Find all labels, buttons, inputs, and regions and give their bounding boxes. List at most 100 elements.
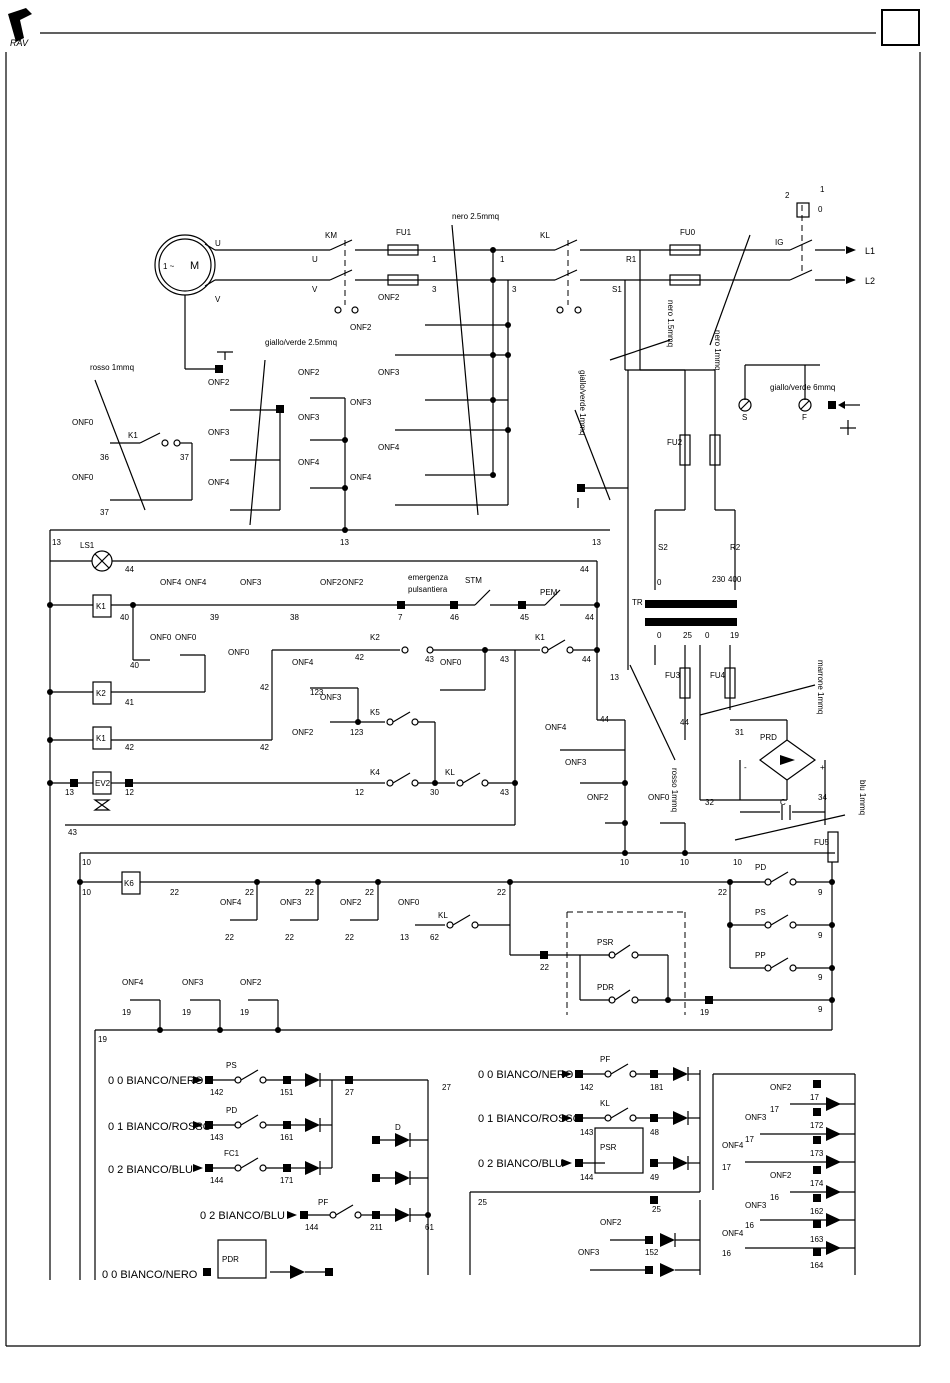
wire-label: 13 [400,933,409,942]
ig-label: IG [775,238,783,247]
component-block [283,1164,291,1172]
nero-15-label: nero 1.5mmq [666,300,675,347]
contact-terminal [738,398,752,412]
wire-segment [554,269,578,281]
component-block [205,1121,213,1129]
contact-terminal [798,398,812,412]
wire-label: 10 [733,858,742,867]
wire-segment [789,269,813,281]
wire-label: ONF4 [292,658,314,667]
wire-label: 0 [818,205,823,214]
wire-label: 34 [818,793,827,802]
wire-label: ONF3 [320,693,342,702]
k1-relay-label: K1 [96,602,106,611]
wire-segment [452,914,471,926]
component-block [205,1164,213,1172]
wire-label: ONF3 [182,978,204,987]
wire-label: K1 [128,431,138,440]
wire-label: ONF0 [228,648,250,657]
component-block [92,594,112,618]
wire-label: ONF0 [440,658,462,667]
fu2-label: FU2 [667,438,683,447]
wire-label: 144 [210,1176,224,1185]
prd-label: PRD [760,733,777,742]
wire-label: 43 [500,788,509,797]
contact-terminal [594,647,600,653]
diode-matrix-right: ONF2 ONF3 ONF4 ONF2 ONF3 ONF4 17 172 173… [712,1073,856,1275]
wire-label: 22 [285,933,294,942]
component-block [645,1266,653,1274]
component-block [813,1166,821,1174]
wire-label: ONF3 [350,398,372,407]
cap-label: C [780,798,786,807]
wire-label: 32 [705,798,714,807]
wire-label: PS [226,1061,237,1070]
diode-symbol [660,1233,675,1247]
wire-label: K1 [535,633,545,642]
r2-label: R2 [730,543,741,552]
logo-text: RAV [10,38,29,48]
wire-segment [240,1157,259,1169]
motor-phase: 1 ~ [163,262,175,271]
contact-terminal [334,306,342,314]
component-block [575,1070,583,1078]
wire-label: 43 [500,655,509,664]
harness-right-0: 0 0 BIANCO/NERO [478,1069,574,1081]
component-block [796,202,810,218]
diode-symbol [673,1156,688,1170]
wire-label: 13 [592,538,601,547]
km-contactor: KM U V [312,231,359,314]
wire-label: 7 [398,613,403,622]
diode-symbol [305,1073,320,1087]
wire-segment [734,814,846,841]
component-block [813,1248,821,1256]
wire-label: PF [600,1055,610,1064]
wire-segment [740,400,750,410]
wire-label: 30 [430,788,439,797]
onf-power-contacts: ONF2 ONF2 ONF3 ONF3 ONF4 ONF4 [350,247,511,506]
wire-label: 27 [442,1083,451,1092]
wire-label: 171 [280,1176,294,1185]
component-block [575,1114,583,1122]
wire-segment [392,772,411,784]
wire-label: ONF4 [722,1229,744,1238]
wire-label: 38 [290,613,299,622]
motor-symbol: M 1 ~ U V [154,234,330,373]
component-block [813,1136,821,1144]
contact-terminal [329,1211,337,1219]
wire-label: ONF3 [578,1248,600,1257]
wire-label: PSR [600,1143,617,1152]
wire-label: 22 [170,888,179,897]
harness-left-0: 0 0 BIANCO/NERO [108,1075,204,1087]
contact-terminal [161,439,169,447]
power-lines: L1 L2 KM U V FU1 1 3 KL [312,185,875,516]
wire-label: 44 [125,565,134,574]
pem-label: PEM [540,588,558,597]
l1-label: L1 [865,246,875,256]
pd-ps-pp-switches: PD PS PP 9 9 9 9 [727,862,835,1030]
component-block [345,1076,353,1084]
wire-label: 45 [520,613,529,622]
emergency-label-1: emergenza [408,573,449,582]
wire-label: 48 [650,1128,659,1137]
wire-label: 16 [770,1193,779,1202]
wire-label: + [820,763,825,772]
wire-label: V [312,285,318,294]
nero-1-label: nero 1mmq [713,330,722,370]
blu-label: blu 1mmq [858,780,867,815]
wire-label: ONF3 [745,1201,767,1210]
wire-label: 19 [730,631,739,640]
wire-label: 162 [810,1207,824,1216]
wire-label: 152 [645,1248,659,1257]
diode-symbol [673,1111,688,1125]
diode-symbol [562,1114,572,1122]
contact-terminal [351,306,359,314]
diode-symbol [193,1076,203,1084]
psr-pdr-block: PSR PDR 19 [566,911,832,1017]
giallo-verde-1-label: giallo/verde 1mmq [578,370,587,435]
wire-label: PSR [597,938,614,947]
diode-symbol [305,1161,320,1175]
contact-terminal [829,879,835,885]
diode-symbol [93,799,111,811]
